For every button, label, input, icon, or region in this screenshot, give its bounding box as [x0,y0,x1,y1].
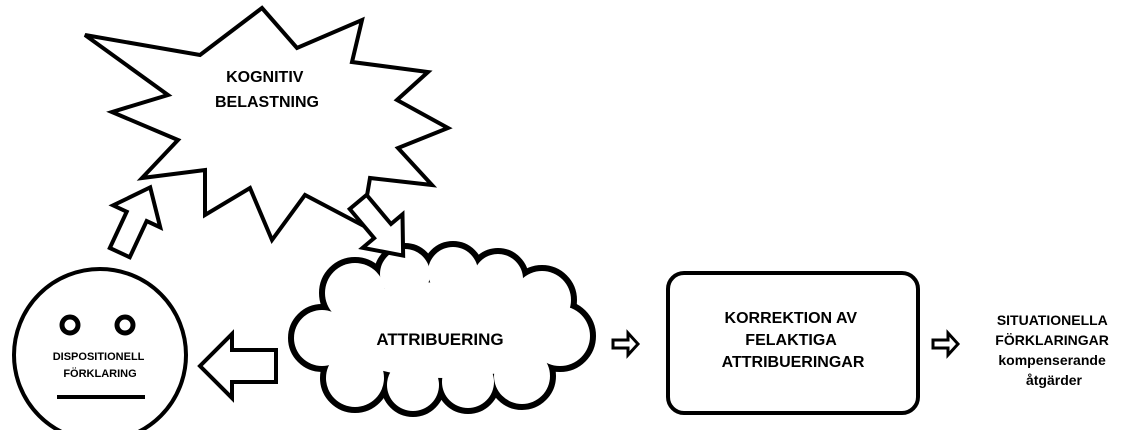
arrow-cognitive-load-to-attribution [346,192,406,259]
situational-label-line1: SITUATIONELLA [997,312,1108,328]
svg-text:SITUATIONELLA FÖRKLARING: SITUATIONELLA FÖRKLARINGAR kompenserande… [995,312,1112,388]
attribution-label: ATTRIBUERING [376,330,503,349]
cognitive-load-label-line2: BELASTNING [215,94,319,111]
situational-node: SITUATIONELLA FÖRKLARINGAR kompenserande… [995,312,1112,388]
starburst-shape [83,5,453,245]
svg-text:DISPOSITIONELL FÖRKLARIN: DISPOSITIONELL FÖRKLARING [53,351,148,380]
correction-label-line1: KORREKTION AV [725,310,858,327]
situational-label-line4: åtgärder [1026,372,1083,388]
svg-text:KOGNITIV BELASTNING: KOGNITIV BELASTNING [215,69,319,111]
dispositional-label-line1: DISPOSITIONELL [53,351,145,363]
svg-text:KORREKTION AV FELAKTIGA: KORREKTION AV FELAKTIGA ATTRIBUERINGAR [722,310,865,371]
arrow-dispositional-to-cognitive-load [107,184,164,260]
left-eye-icon [59,314,81,336]
arrow-attribution-to-correction [611,329,641,359]
correction-node: KORREKTION AV FELAKTIGA ATTRIBUERINGAR [666,271,920,415]
face-circle [12,267,188,430]
correction-label-line2: FELAKTIGA [745,332,837,349]
dispositional-label-line2: FÖRKLARING [63,367,136,380]
correction-label-line3: ATTRIBUERINGAR [722,354,865,371]
situational-label-line2: FÖRKLARINGAR [995,332,1109,348]
cognitive-load-label-line1: KOGNITIV [226,69,304,86]
arrow-correction-to-situational [931,329,961,359]
situational-label-line3: kompenserande [998,352,1106,368]
arrow-attribution-to-dispositional [197,329,278,403]
cognitive-load-node: KOGNITIV BELASTNING [83,5,453,245]
dispositional-node: DISPOSITIONELL FÖRKLARING [12,267,188,430]
right-eye-icon [114,314,136,336]
attribution-node: ATTRIBUERING [288,241,596,417]
correction-box [666,271,920,415]
